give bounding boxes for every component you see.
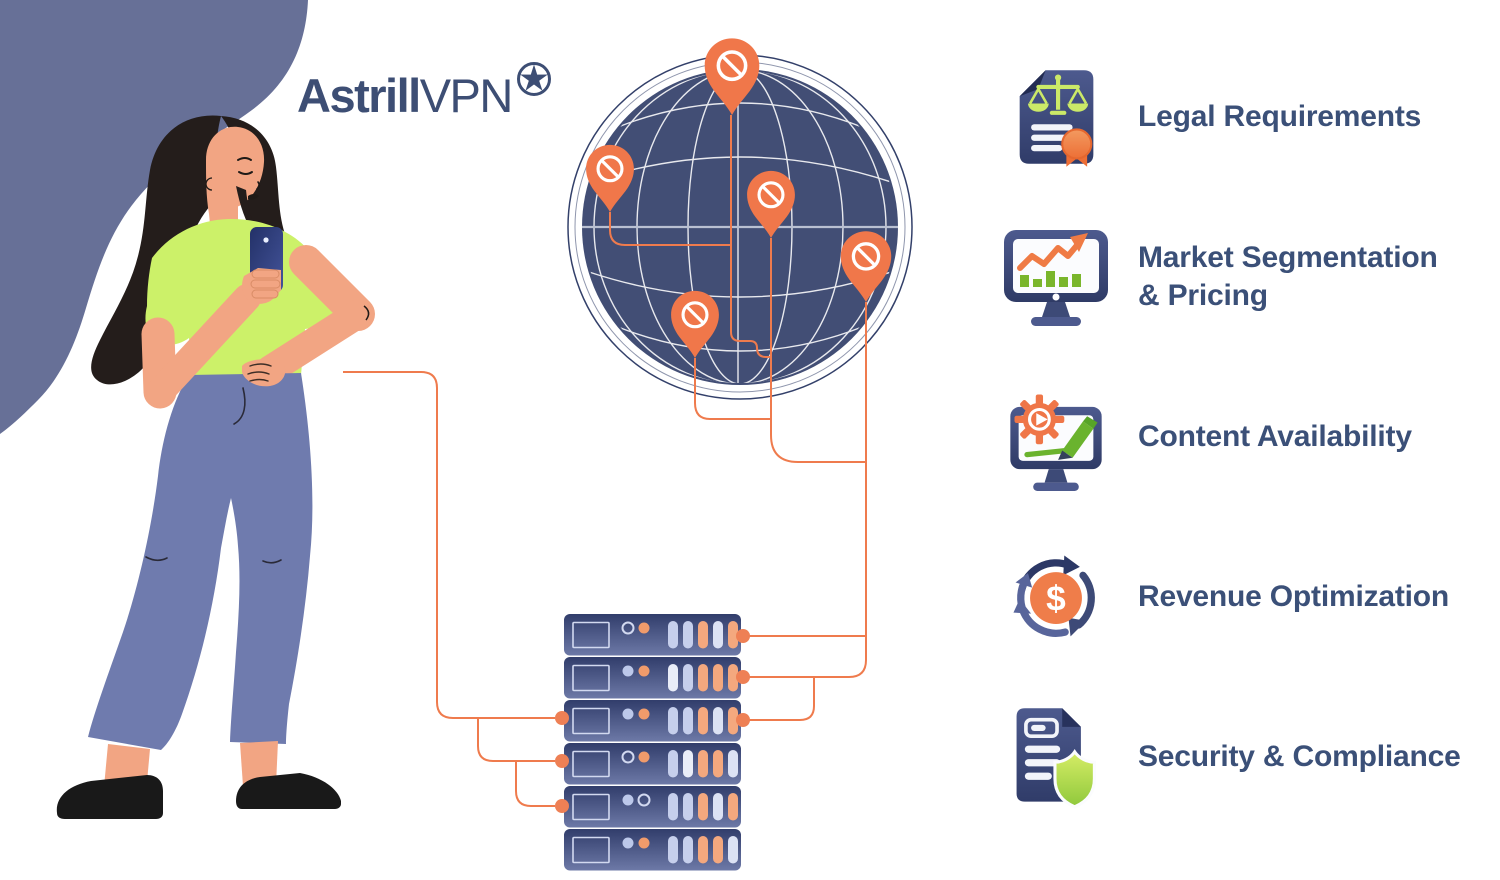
feature-item-legal-requirements: Legal Requirements	[1000, 57, 1421, 177]
feature-item-content-availability: Content Availability	[1000, 377, 1412, 497]
pants	[88, 373, 313, 750]
server-unit	[564, 614, 741, 656]
woman-with-phone-illustration	[56, 115, 375, 819]
face	[206, 126, 265, 237]
fly-seam	[233, 387, 246, 425]
blocked-location-pin	[671, 290, 719, 358]
feature-label: Security & Compliance	[1138, 739, 1461, 773]
lips	[248, 194, 259, 200]
hip-hand-fingers	[247, 363, 272, 382]
blocked-location-pin	[586, 144, 634, 212]
right-forearm	[255, 299, 373, 385]
feature-label: Legal Requirements	[1138, 99, 1422, 133]
phone-camera-dot	[263, 237, 269, 243]
hair-front-strand	[236, 186, 264, 246]
security-shield-document-icon	[1000, 702, 1112, 812]
elbow-crease	[363, 305, 370, 321]
ear	[205, 177, 213, 191]
feature-label: Content Availability	[1138, 419, 1412, 453]
legal-document-scales-icon	[1000, 62, 1112, 172]
eye	[238, 171, 253, 175]
globe-blocked-locations	[567, 54, 913, 400]
star-in-circle-icon	[516, 62, 551, 96]
server-rack	[555, 614, 750, 871]
blocked-location-pin	[704, 38, 760, 115]
feature-label: Revenue Optimization	[1138, 579, 1450, 613]
blocked-location-pin	[747, 170, 795, 238]
phone-hand-fingers	[242, 268, 281, 304]
server-unit	[564, 743, 741, 785]
blocked-location-pins	[586, 38, 892, 358]
logo-brand-regular: VPN	[419, 69, 514, 122]
right-ankle	[240, 741, 278, 786]
server-unit	[564, 657, 741, 699]
market-chart-monitor-icon	[1000, 222, 1112, 332]
dollar-sign: $	[1046, 579, 1066, 618]
knee-crease-left	[145, 556, 168, 562]
server-connection-ports	[555, 629, 750, 813]
left-forearm	[146, 284, 261, 406]
knee-crease-right	[262, 559, 282, 564]
feature-label: Market Segmentation & Pricing	[1138, 240, 1438, 312]
server-unit	[564, 829, 741, 871]
hair-back	[91, 115, 221, 385]
connection-lines	[343, 115, 867, 807]
logo-brand-bold: Astrill	[297, 69, 421, 122]
server-unit	[564, 700, 741, 742]
nose	[256, 181, 261, 190]
eyebrow	[237, 157, 252, 161]
feature-item-market-segmentation-pricing: Market Segmentation & Pricing	[1000, 217, 1438, 337]
content-gear-monitor-icon	[1000, 382, 1112, 492]
feature-item-revenue-optimization: $ Revenue Optimization	[1000, 537, 1449, 657]
revenue-cycle-icon: $	[1000, 542, 1112, 652]
left-shoe	[56, 775, 163, 819]
server-unit	[564, 786, 741, 828]
feature-item-security-compliance: Security & Compliance	[1000, 697, 1461, 817]
blocked-location-pin	[840, 231, 892, 302]
right-shoe	[236, 773, 341, 809]
background-blob	[0, 0, 308, 434]
